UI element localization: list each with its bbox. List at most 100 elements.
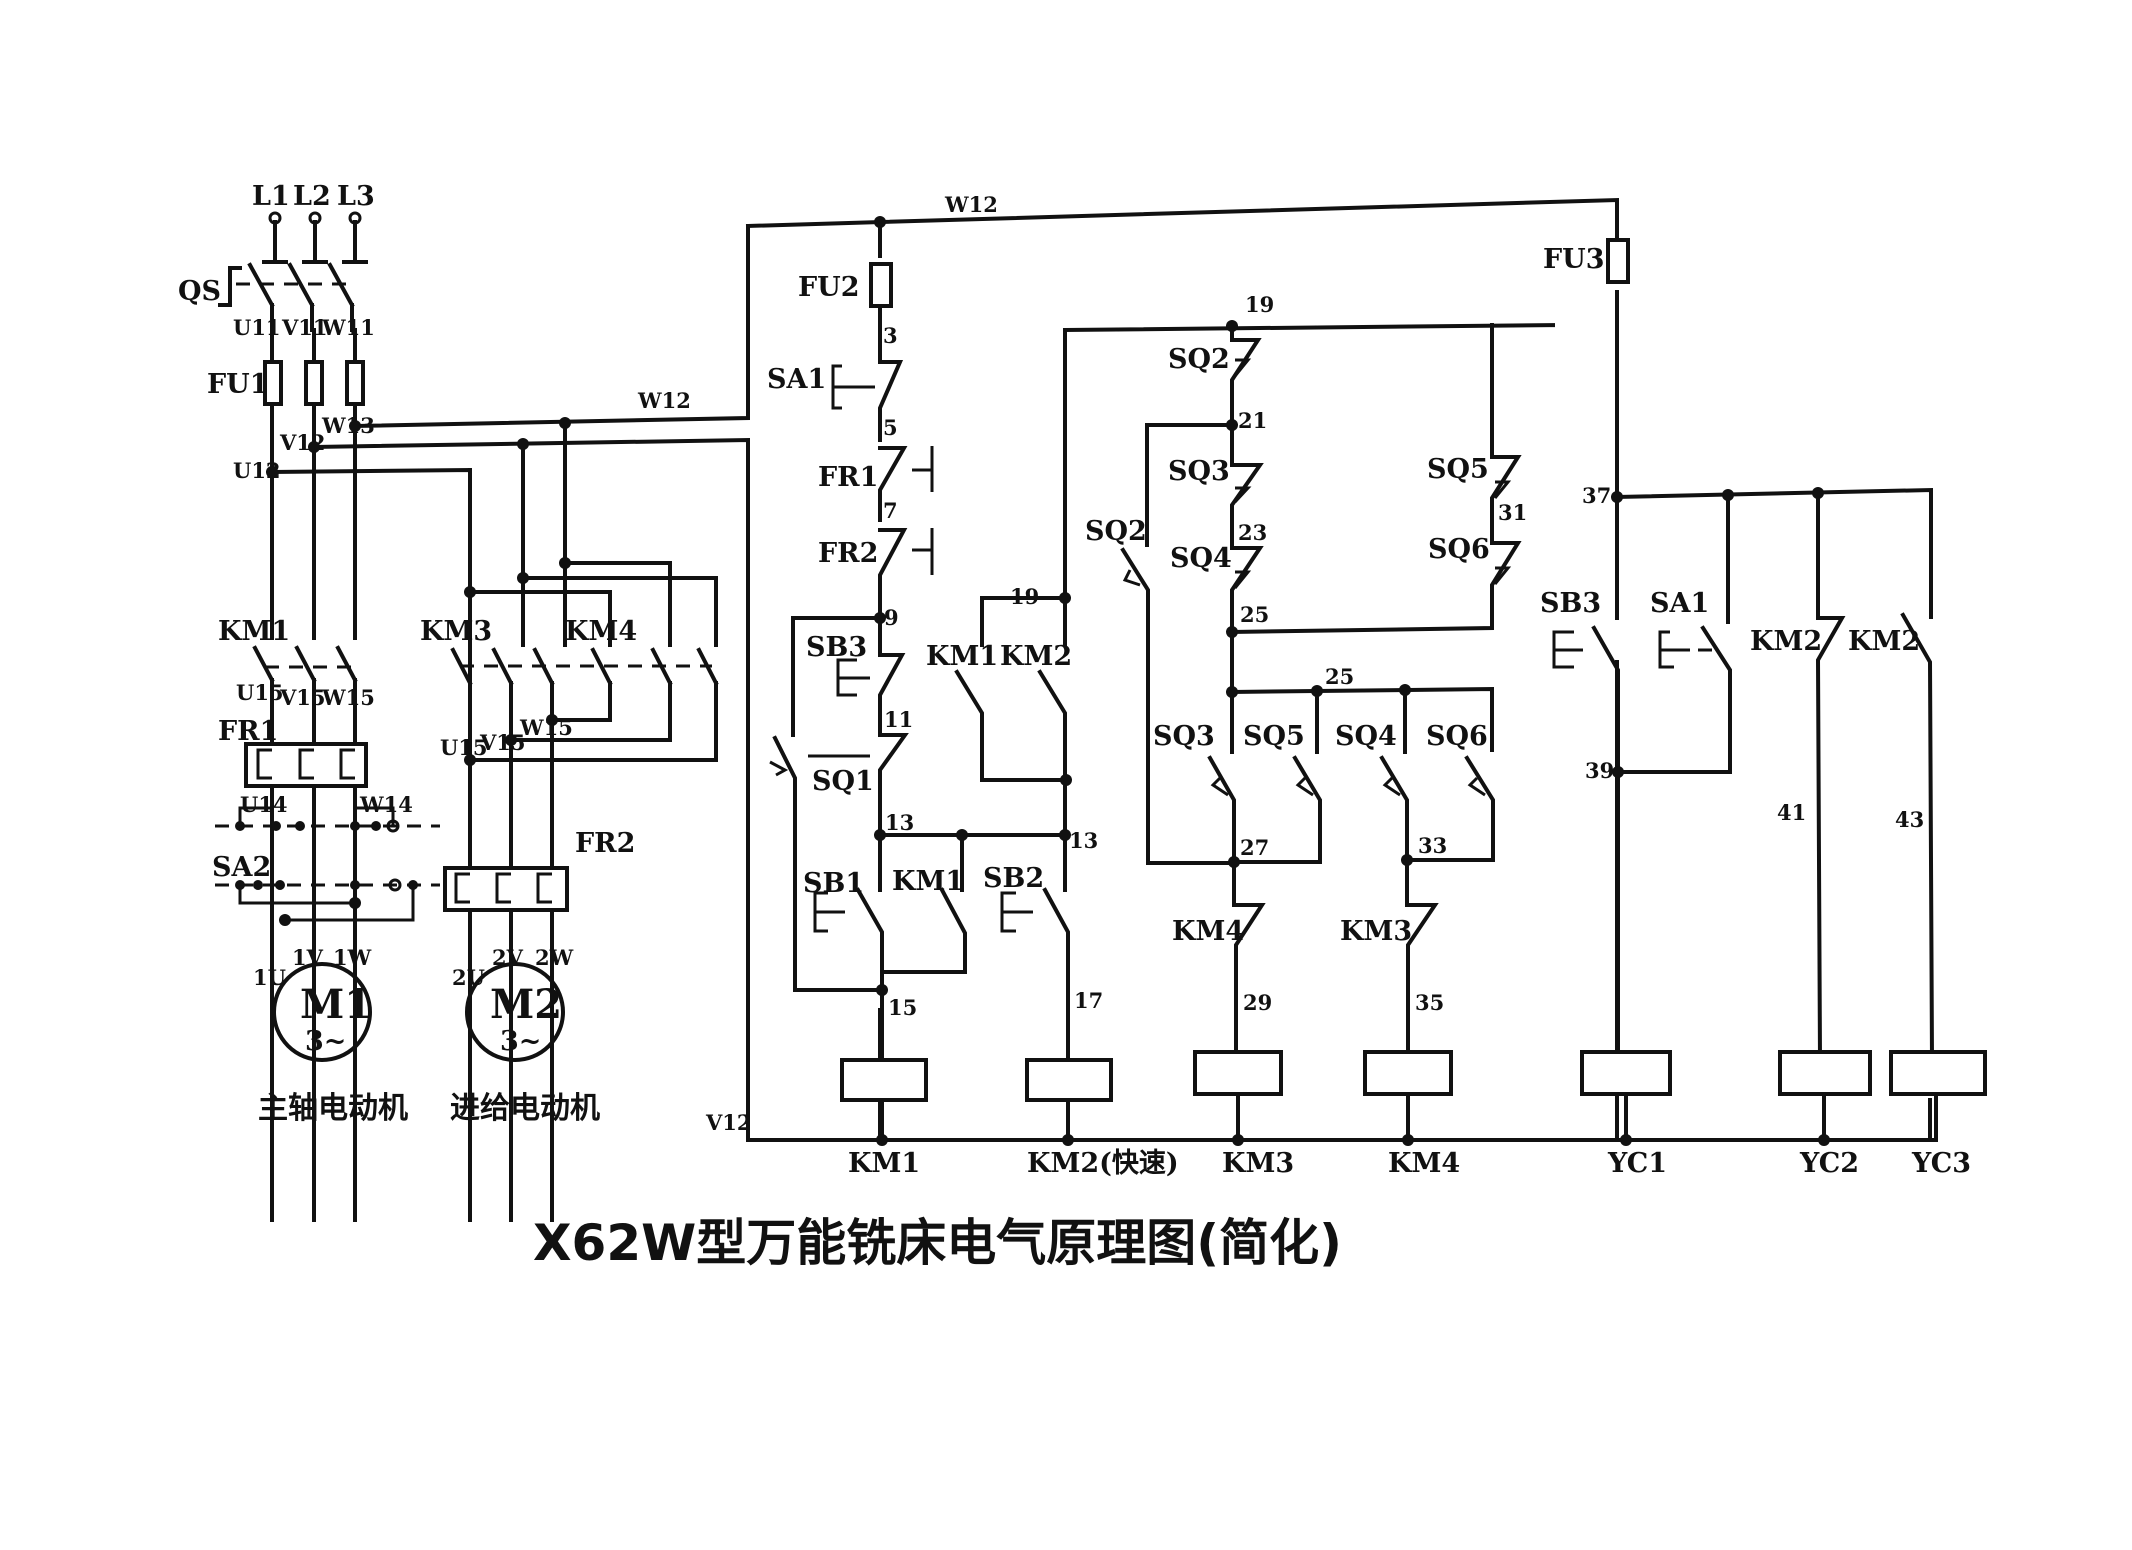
node-label: 29: [1243, 990, 1272, 1015]
node-label: 25: [1325, 664, 1354, 689]
fr2-label: FR2: [575, 828, 635, 859]
spindle-motor-circuit: KM1 U15 V15 W15 FR1 U14 W14 SA2: [212, 616, 440, 1126]
node-label: 37: [1582, 483, 1611, 508]
fu2-label: FU2: [798, 272, 860, 303]
km4-interlock-label: KM4: [1172, 916, 1244, 947]
contactor-icon: [450, 647, 719, 1222]
limit-switch-icon: [1490, 538, 1522, 630]
coil-label: YC2: [1799, 1148, 1859, 1179]
contact-icon: [1815, 491, 1846, 1063]
sa1-label: SA1: [767, 364, 826, 395]
fuse-icon: [263, 360, 365, 406]
fr2-contact-label: FR2: [818, 538, 878, 569]
fu1-label: FU1: [207, 369, 269, 400]
wire-label: V11: [281, 315, 328, 340]
qs-label: QS: [178, 276, 221, 307]
motor-caption: 进给电动机: [450, 1091, 600, 1126]
fu3-label: FU3: [1543, 244, 1605, 275]
phase-label: L1: [252, 181, 290, 212]
fr1-contact-label: FR1: [818, 462, 878, 493]
km2-no-label: KM2: [1848, 626, 1920, 657]
contact-icon: [1900, 612, 1935, 1063]
sq4-no-label: SQ4: [1335, 721, 1397, 752]
coil-icon: [1025, 1058, 1113, 1102]
node-label: 41: [1777, 800, 1806, 825]
wire-label: V15: [479, 730, 526, 755]
node-label: 35: [1415, 990, 1444, 1015]
sq2-nc-label: SQ2: [1168, 344, 1230, 375]
node-label: 23: [1238, 520, 1267, 545]
return-wire-label: V12: [705, 1110, 752, 1135]
wire-label: W15: [519, 715, 573, 740]
sb2-label: SB2: [983, 863, 1044, 894]
diagram-title: X62W型万能铣床电气原理图(简化): [533, 1214, 1342, 1272]
wire-label: U15: [440, 735, 488, 760]
limit-switch-icon: [1490, 323, 1522, 542]
wire-label: V15: [279, 685, 326, 710]
node-label: 9: [884, 605, 899, 630]
contact-icon: [1232, 860, 1266, 1062]
sq3-no-label: SQ3: [1153, 721, 1215, 752]
wire-label: V12: [279, 430, 326, 455]
fr1-label: FR1: [218, 716, 278, 747]
wire-label: U14: [240, 792, 288, 817]
node-label: 3: [883, 323, 898, 348]
motor-caption: 主轴电动机: [258, 1091, 408, 1126]
motor-label: M1: [300, 981, 372, 1028]
reversing-switch-icon: [215, 806, 440, 926]
limit-switch-icon: [1207, 755, 1495, 864]
sb1-label: SB1: [803, 868, 864, 899]
coil-icon: [1363, 1050, 1453, 1096]
motor-label: M2: [490, 981, 562, 1028]
node-label: 13: [885, 810, 914, 835]
motor-icon: [465, 962, 565, 1062]
node-label: 31: [1498, 500, 1527, 525]
feed-motor-circuit: KM3 KM4 U15 V15 W15 FR2 2U: [420, 421, 719, 1222]
km2-aux-label: KM2: [1000, 641, 1072, 672]
node-label: 19: [1245, 292, 1274, 317]
contact-icon: [1405, 858, 1439, 1062]
limit-switch-icon: [1230, 324, 1262, 427]
node-label: 15: [888, 995, 917, 1020]
top-wire-label: W12: [944, 192, 998, 217]
node-label: 25: [1240, 602, 1269, 627]
km1-hold-label: KM1: [892, 866, 964, 897]
phase-label: L2: [293, 181, 331, 212]
limit-switch-icon: [769, 733, 909, 992]
push-button-icon: [836, 616, 906, 737]
selector-switch-icon: [831, 360, 904, 442]
coil-label: KM2(快速): [1027, 1148, 1179, 1179]
contact-icon: [954, 596, 1069, 837]
disconnect-switch-icon: [218, 262, 355, 332]
selector-switch-icon: [1618, 625, 1732, 774]
thermal-contact-icon: [878, 446, 934, 522]
coil-icon: [1778, 1050, 1872, 1096]
coil-label: KM4: [1388, 1148, 1460, 1179]
push-button-icon: [1552, 620, 1627, 1062]
sa1-right-label: SA1: [1650, 588, 1709, 619]
sb3-label: SB3: [806, 632, 867, 663]
limit-switch-icon: [1230, 543, 1264, 634]
sq4-nc-label: SQ4: [1170, 543, 1232, 574]
sq6-nc-label: SQ6: [1428, 534, 1490, 565]
push-button-icon: [1000, 833, 1070, 1062]
km4-main-label: KM4: [565, 616, 637, 647]
contactor-icon: [252, 640, 372, 702]
node-label: 5: [883, 415, 898, 440]
thermal-relay-icon: [443, 866, 569, 912]
node-label: 7: [883, 498, 898, 523]
node-label: 33: [1418, 833, 1447, 858]
coil-icon: [1889, 1050, 1987, 1096]
coil-label: YC1: [1607, 1148, 1667, 1179]
node-label: 17: [1074, 988, 1103, 1013]
sb3-right-label: SB3: [1540, 588, 1601, 619]
motor-type: 3~: [305, 1026, 346, 1057]
sq5-nc-label: SQ5: [1427, 454, 1489, 485]
motor-type: 3~: [500, 1026, 541, 1057]
limit-switch-icon: [1120, 547, 1234, 865]
km2-nc-label: KM2: [1750, 626, 1822, 657]
node-label: 27: [1240, 835, 1269, 860]
terminal-label: 2W: [535, 945, 574, 970]
phase-label: L3: [337, 181, 375, 212]
